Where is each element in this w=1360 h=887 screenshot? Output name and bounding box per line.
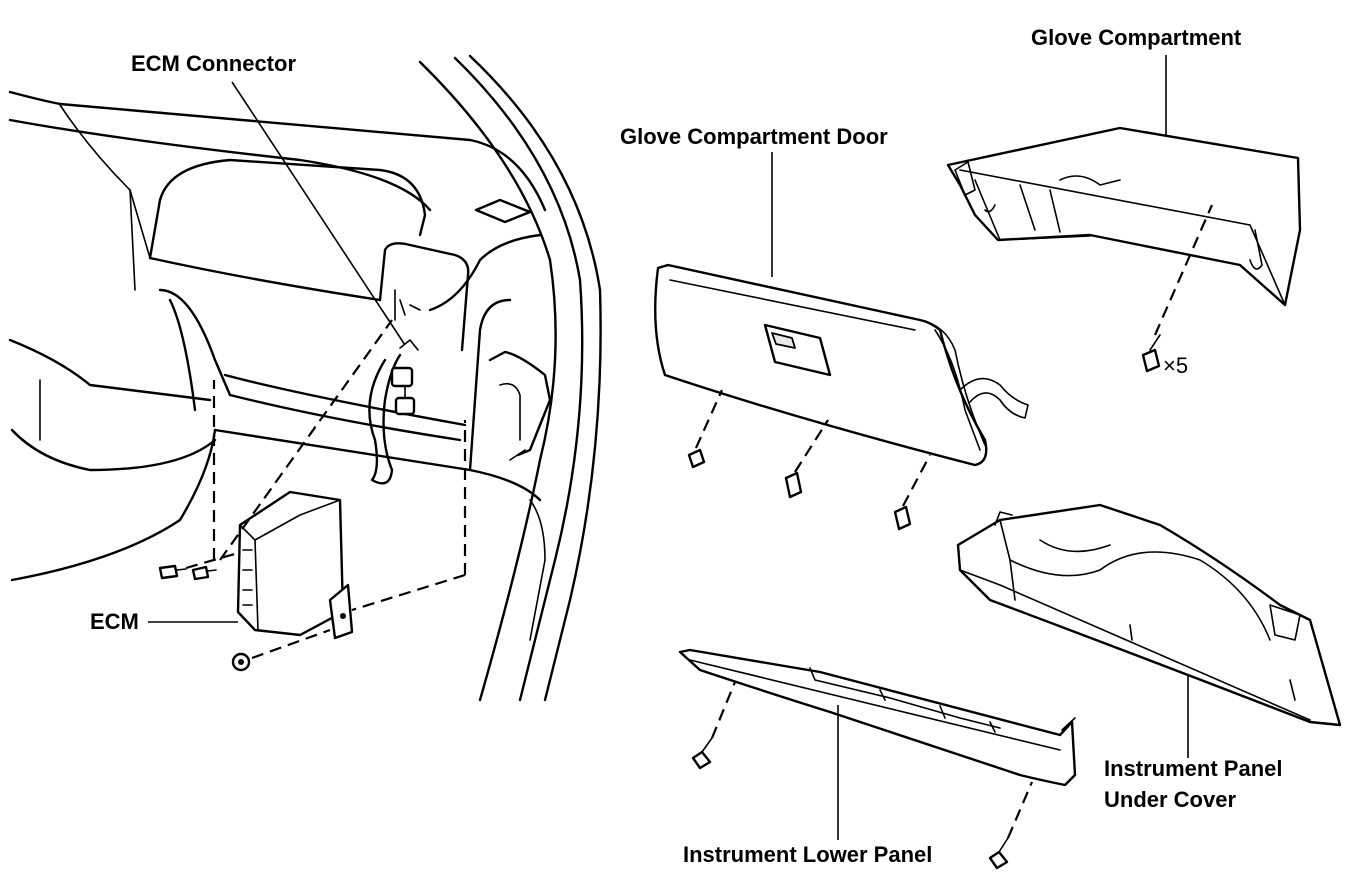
instrument-lower-panel bbox=[678, 648, 1077, 870]
ecm-label: ECM bbox=[90, 609, 139, 634]
door-clip-dash-1 bbox=[694, 389, 724, 449]
ecm-connector-leader bbox=[231, 81, 406, 346]
ecm-dash-6 bbox=[185, 551, 239, 570]
instrument-lower-panel-label: Instrument Lower Panel bbox=[683, 842, 933, 867]
ecm-unit bbox=[158, 490, 354, 672]
glove-compartment-door bbox=[654, 263, 1029, 531]
lower-panel-dash-1 bbox=[710, 681, 737, 739]
screw-count-label: ×5 bbox=[1163, 353, 1189, 378]
ecm-dash-4 bbox=[351, 573, 466, 612]
glove-compartment bbox=[946, 126, 1302, 373]
instrument-panel-under-cover bbox=[956, 503, 1342, 727]
door-clip-dash-2 bbox=[794, 419, 829, 473]
dashboard-illustration bbox=[8, 54, 602, 702]
door-clip-dash-3 bbox=[902, 454, 931, 507]
glove-compartment-dash bbox=[1153, 204, 1214, 336]
ecm-connector-label: ECM Connector bbox=[131, 51, 296, 76]
glove-compartment-door-label: Glove Compartment Door bbox=[620, 124, 888, 149]
ecm-dash-5 bbox=[251, 628, 331, 660]
lower-panel-dash-2 bbox=[1006, 781, 1034, 839]
under-cover-label-line1: Instrument Panel bbox=[1104, 756, 1283, 781]
under-cover-label-line2: Under Cover bbox=[1104, 787, 1237, 812]
ecm-dash-2 bbox=[219, 319, 393, 561]
glove-compartment-label: Glove Compartment bbox=[1031, 25, 1242, 50]
